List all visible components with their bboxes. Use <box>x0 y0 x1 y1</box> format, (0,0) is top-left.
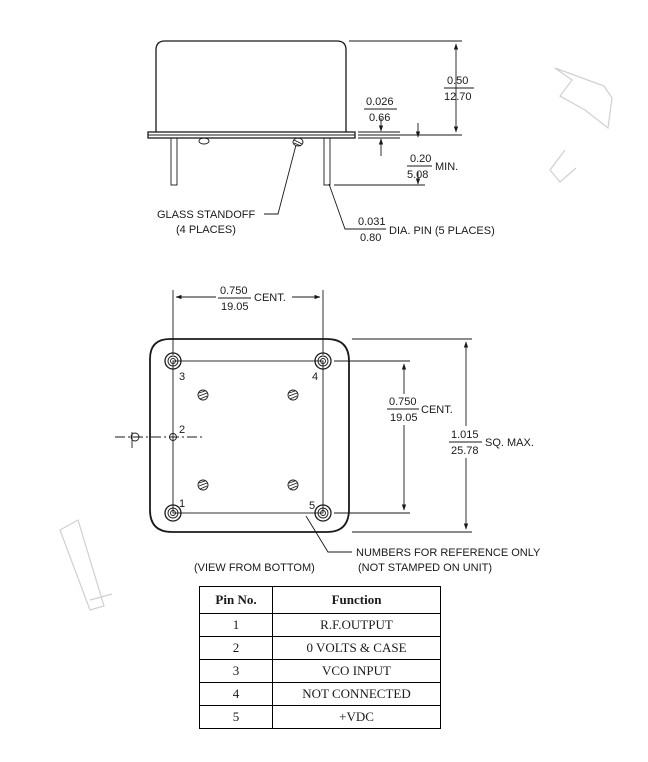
pin-function-cell: 0 VOLTS & CASE <box>272 636 441 660</box>
height-dim-top: 0.50 <box>447 75 468 87</box>
pin-dia-dim-bottom: 0.80 <box>360 232 381 244</box>
square-dim-top: 1.015 <box>451 429 479 441</box>
pin-length-dim-bottom: 5.08 <box>407 169 428 181</box>
horiz-dim-suffix: CENT. <box>254 292 286 304</box>
horiz-dim-bottom: 19.05 <box>221 301 249 313</box>
pin-dia-dim-suffix: DIA. PIN (5 PLACES) <box>389 225 495 237</box>
pin-length-dim-suffix: MIN. <box>435 161 458 173</box>
square-dim-bottom: 25.78 <box>451 445 479 457</box>
pin-label-1: 1 <box>179 498 185 510</box>
pin-label-4: 4 <box>312 371 318 383</box>
glass-standoff-places: (4 PLACES) <box>176 224 236 236</box>
table-header-row: Pin No. Function <box>199 586 441 614</box>
pin-4-icon <box>314 352 332 370</box>
header-pin-no: Pin No. <box>199 586 273 614</box>
centerline-icon <box>130 432 140 448</box>
watermark <box>59 67 613 611</box>
pin-left <box>170 137 178 186</box>
pin-label-2: 2 <box>179 424 185 436</box>
reference-note-sub: (NOT STAMPED ON UNIT) <box>358 562 492 574</box>
height-dim-bottom: 12.70 <box>444 91 472 103</box>
pin-right <box>323 137 331 186</box>
pin-3-icon <box>164 352 182 370</box>
pin-number-cell: 3 <box>199 659 273 683</box>
package-outline <box>149 338 350 533</box>
glass-standoff-icon <box>198 137 304 147</box>
oscillator-body <box>155 40 347 132</box>
base-dim-top: 0.026 <box>366 96 394 108</box>
table-row: 3 VCO INPUT <box>199 659 441 683</box>
pin-length-dim-top: 0.20 <box>410 153 431 165</box>
pin-function-cell: +VDC <box>272 705 441 729</box>
pin-number-cell: 1 <box>199 613 273 637</box>
horiz-dim-top: 0.750 <box>220 285 248 297</box>
pin-function-cell: NOT CONNECTED <box>272 682 441 706</box>
table-row: 2 0 VOLTS & CASE <box>199 636 441 660</box>
pin-dia-dim-top: 0.031 <box>358 216 386 228</box>
pin-function-cell: VCO INPUT <box>272 659 441 683</box>
pin-number-cell: 5 <box>199 705 273 729</box>
pin-label-5: 5 <box>309 500 315 512</box>
reference-note: NUMBERS FOR REFERENCE ONLY <box>356 547 541 559</box>
header-function: Function <box>272 586 441 614</box>
glass-standoff-label: GLASS STANDOFF <box>157 209 255 221</box>
square-dim-suffix: SQ. MAX. <box>485 437 534 449</box>
table-row: 4 NOT CONNECTED <box>199 682 441 706</box>
bottom-view: 0.750 19.05 CENT. <box>115 285 541 574</box>
table-row: 1 R.F.OUTPUT <box>199 613 441 637</box>
pin-label-3: 3 <box>179 371 185 383</box>
view-caption: (VIEW FROM BOTTOM) <box>194 562 315 574</box>
side-view: 0.50 12.70 0.026 0.66 0.20 5.08 MIN. GLA… <box>147 40 495 244</box>
vert-dim-top: 0.750 <box>389 396 417 408</box>
standoff-icon <box>197 389 299 491</box>
pin-number-cell: 2 <box>199 636 273 660</box>
pin-number-cell: 4 <box>199 682 273 706</box>
pin-5-icon <box>314 504 332 522</box>
pin-1-icon <box>164 504 182 522</box>
vert-dim-bottom: 19.05 <box>390 412 418 424</box>
pin-function-table: Pin No. Function 1 R.F.OUTPUT 2 0 VOLTS … <box>199 586 441 729</box>
vert-dim-suffix: CENT. <box>421 404 453 416</box>
table-row: 5 +VDC <box>199 705 441 729</box>
pin-function-cell: R.F.OUTPUT <box>272 613 441 637</box>
base-dim-bottom: 0.66 <box>369 112 390 124</box>
